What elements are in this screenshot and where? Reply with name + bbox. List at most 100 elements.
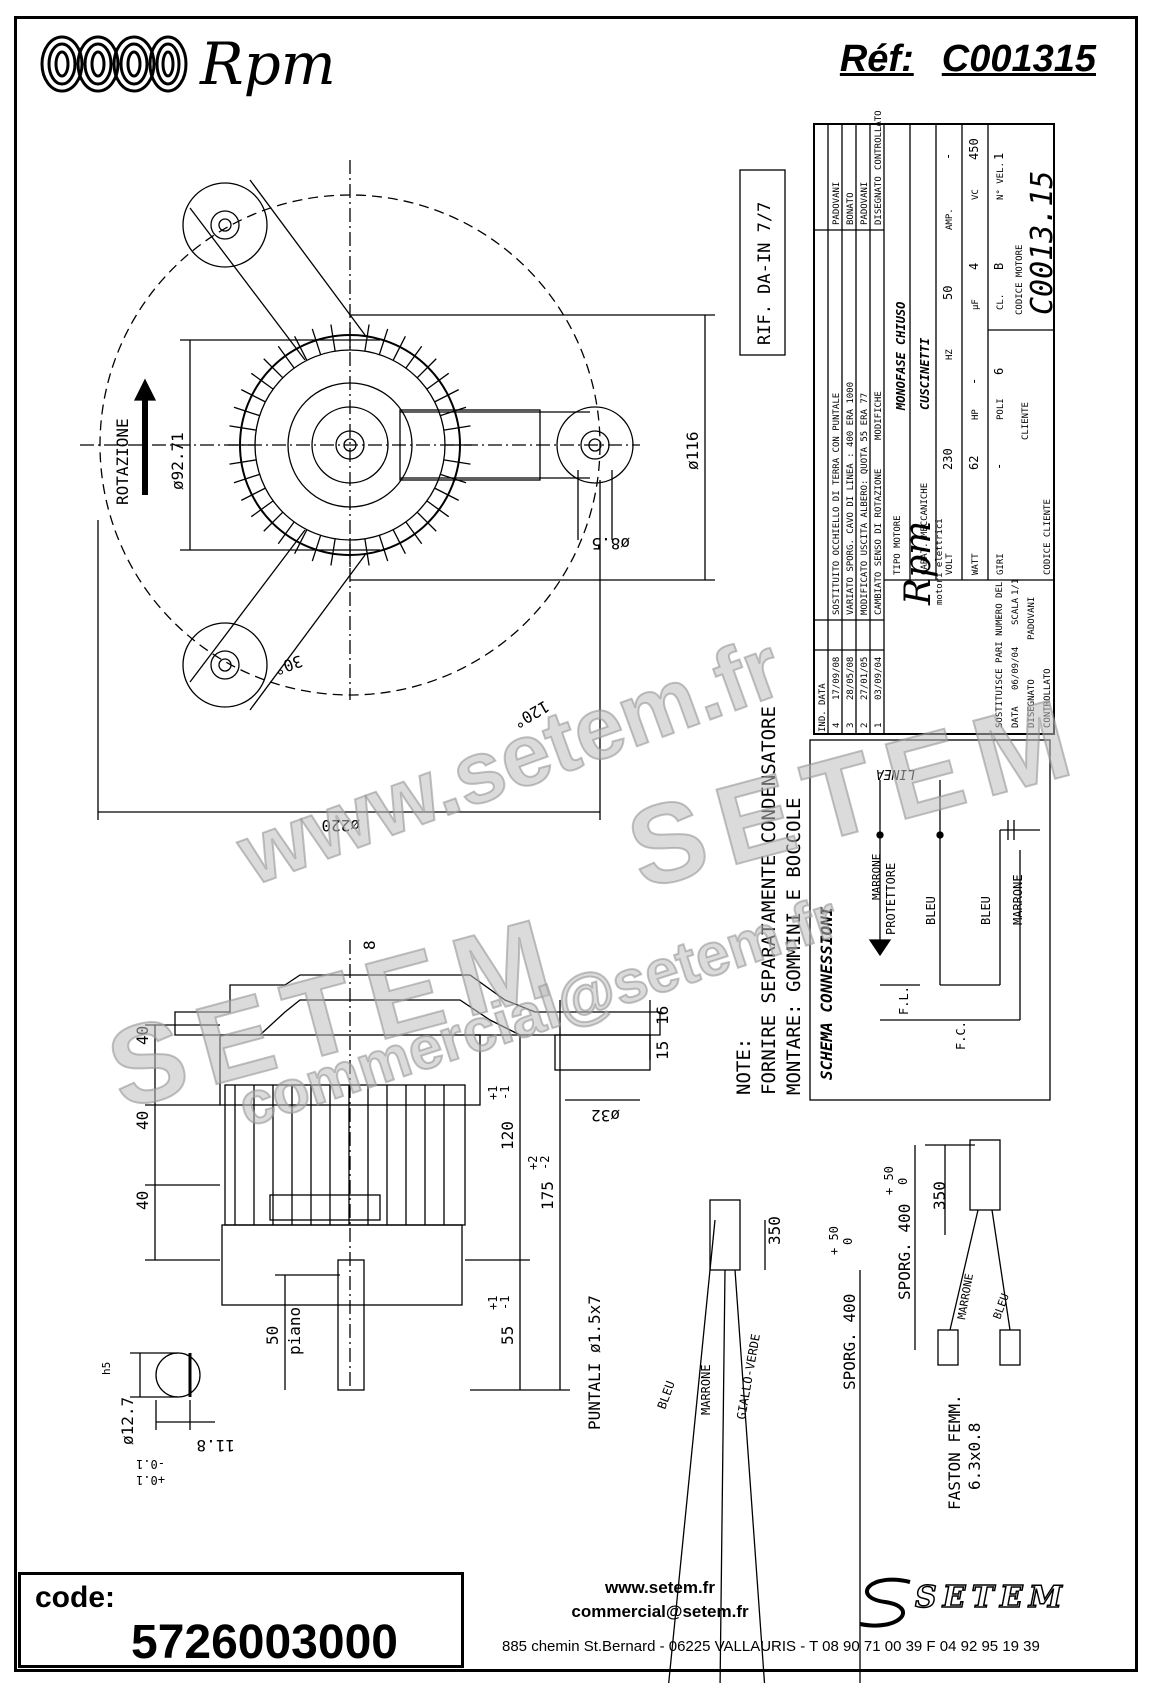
tol-120-minus: -1 xyxy=(498,1086,512,1100)
cooling-fin xyxy=(443,425,471,431)
cl: B xyxy=(992,263,1006,270)
dim-220: ø220 xyxy=(321,816,360,835)
cooling-fin xyxy=(277,521,295,545)
cooling-fin xyxy=(250,500,274,518)
dim-40c: 40 xyxy=(133,1191,152,1210)
cooling-fin xyxy=(229,425,257,431)
uf-label: µF xyxy=(971,299,981,310)
leads-b-faston-size: 6.3x0.8 xyxy=(965,1423,984,1490)
shaft-dim-118: 11.8 xyxy=(196,1436,235,1455)
leads-b-bleu: BLEU xyxy=(991,1292,1012,1321)
code-label: code: xyxy=(35,1581,116,1614)
hp: - xyxy=(967,378,981,385)
leads-a-350: 350 xyxy=(765,1216,784,1245)
shaft-tol-plus: +0.1 xyxy=(136,1473,165,1487)
dim-55: 55 xyxy=(498,1326,517,1345)
rev-4-n: 4 xyxy=(832,723,842,728)
leads-b-marrone: MARRONE xyxy=(955,1273,976,1321)
dim-16: 16 xyxy=(653,1006,672,1025)
dim-175: 175 xyxy=(538,1181,557,1210)
cooling-fin xyxy=(241,389,266,403)
code-number: 5726003000 xyxy=(131,1616,398,1669)
rev-modifiche-label: MODIFICHE xyxy=(874,391,884,440)
hz: 50 xyxy=(941,286,955,300)
schema-connessioni xyxy=(809,739,1051,1101)
cooling-fin xyxy=(364,324,370,352)
tipo-motore-label: TIPO MOTORE xyxy=(893,515,903,575)
tb-brand: Rpm xyxy=(898,521,939,606)
leads-a-marrone: MARRONE xyxy=(699,1364,713,1415)
cooling-fin xyxy=(392,336,406,361)
watt: 62 xyxy=(967,456,981,470)
hp-label: HP xyxy=(971,409,981,420)
cooling-fin xyxy=(443,459,471,465)
footer-email-link[interactable]: commercial@setem.fr xyxy=(571,1602,749,1621)
hz-label: HZ xyxy=(945,349,955,360)
cooling-fin xyxy=(378,535,389,562)
rev-2-by: PADOVANI xyxy=(860,182,870,225)
cooling-fin xyxy=(263,358,284,379)
cooling-fin xyxy=(311,328,322,355)
notes-title: NOTE: xyxy=(733,1038,755,1095)
leads-a-tol-minus: 0 xyxy=(841,1238,855,1245)
cooling-fin xyxy=(364,538,370,566)
cooling-fin xyxy=(392,529,406,554)
shaft-tol-h5: h5 xyxy=(100,1362,113,1375)
rpm-logo: Rpm xyxy=(40,28,336,100)
dim-8: 8 xyxy=(360,940,379,950)
tol-55-plus: +1 xyxy=(486,1296,500,1310)
shaft-tol-minus: -0.1 xyxy=(136,1457,165,1471)
vc: 450 xyxy=(967,138,981,160)
rev-disegnato-label: DISEGNATO xyxy=(874,176,884,225)
schema-fc: F.C. xyxy=(954,1021,968,1050)
giri: - xyxy=(992,463,1006,470)
leads-b-tol-plus: + 50 xyxy=(882,1166,896,1195)
data-row: 06/09/04 xyxy=(1011,647,1021,690)
cooling-fin xyxy=(330,538,336,566)
leads-b-sporg: SPORG. 400 xyxy=(895,1204,914,1300)
watt-label: WATT xyxy=(971,553,981,575)
leads-a-tol-plus: + 50 xyxy=(827,1226,841,1255)
leads-puntali xyxy=(668,1199,861,1683)
carat-label: CARAT. MECCANICHE xyxy=(920,483,930,575)
cooling-fin xyxy=(241,487,266,501)
cooling-fin xyxy=(416,358,437,379)
leads-a-puntali: PUNTALI ø1.5x7 xyxy=(585,1295,604,1430)
leads-a-bleu: BLEU xyxy=(655,1379,678,1411)
disegnato-row-label: DISEGNATO xyxy=(1027,679,1037,728)
schema-bleu2: BLEU xyxy=(979,896,993,925)
footer-web-link[interactable]: www.setem.fr xyxy=(605,1578,715,1597)
tol-175-plus: +2 xyxy=(526,1156,540,1170)
cooling-fin xyxy=(405,521,423,545)
rev-3-by: BONATO xyxy=(846,192,856,225)
leads-b-tol-minus: 0 xyxy=(896,1178,910,1185)
rev-4-date: 17/09/08 xyxy=(832,657,842,700)
schema-linea: LINEA xyxy=(876,766,915,781)
carat: CUSCINETTI xyxy=(918,337,932,410)
cooling-fin xyxy=(434,389,459,403)
sostituisce-label: SOSTITUISCE PARI NUMERO DEL xyxy=(995,582,1005,728)
leads-a-sporg: SPORG. 400 xyxy=(840,1294,859,1390)
top-view xyxy=(80,160,786,820)
leads-b-350: 350 xyxy=(930,1181,949,1210)
notes-line1: FORNIRE SEPARATAMENTE CONDENSATORE xyxy=(758,706,780,1095)
nvel-label: N° VEL. xyxy=(996,162,1006,200)
side-view xyxy=(145,940,661,1391)
codice-motore-label: CODICE MOTORE xyxy=(1015,245,1025,315)
footer-contacts: www.setem.fr commercial@setem.fr xyxy=(540,1576,780,1624)
drawing-frame xyxy=(14,16,1138,1672)
rev-1-desc: CAMBIATO SENSO DI ROTAZIONE xyxy=(874,469,884,615)
footer-address: 885 chemin St.Bernard - 06225 VALLAURIS … xyxy=(502,1638,1040,1655)
amp: - xyxy=(941,153,955,160)
rev-data-label: DATA xyxy=(818,683,828,705)
scala-label: SCALA xyxy=(1011,597,1021,625)
nvel: 1 xyxy=(992,153,1006,160)
cooling-fin xyxy=(426,500,450,518)
cooling-fin xyxy=(250,372,274,390)
dim-32: ø32 xyxy=(591,1106,620,1125)
sostituisce: - xyxy=(995,615,1005,620)
ref-value: C001315 xyxy=(941,38,1096,80)
title-block-text: IND. DATA MODIFICHE DISEGNATO CONTROLLAT… xyxy=(818,110,1060,732)
tol-120-plus: +1 xyxy=(486,1086,500,1100)
